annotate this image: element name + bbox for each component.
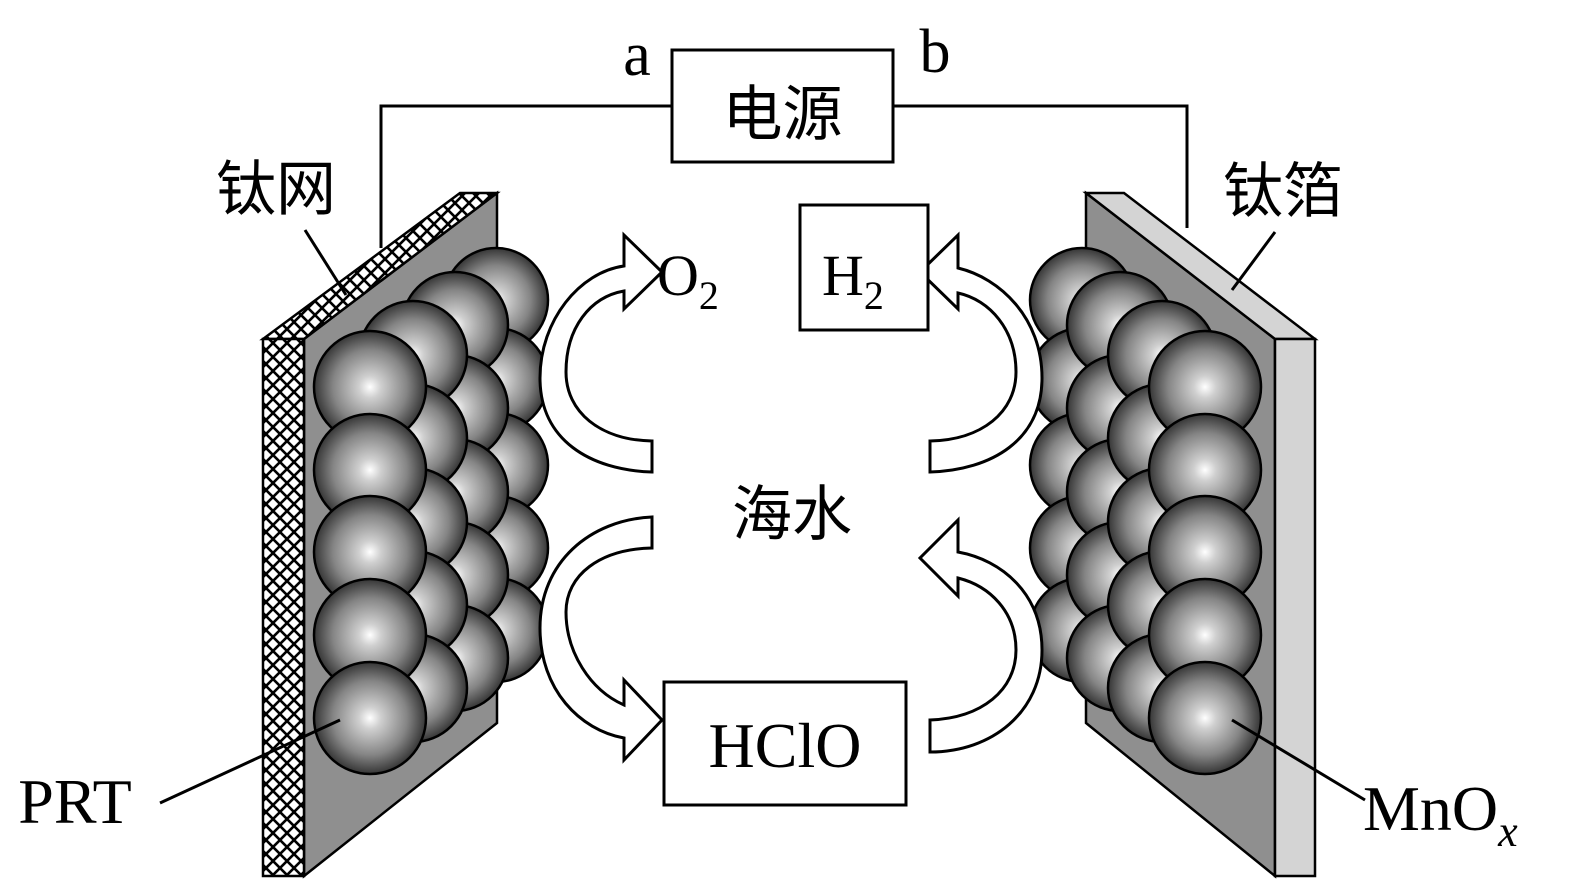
titanium-mesh-side	[261, 337, 306, 878]
svg-text:O2: O2	[657, 243, 719, 318]
titanium-mesh-leader	[303, 229, 348, 296]
hclo-box: HClO	[662, 680, 908, 807]
seawater-label: 海水	[732, 480, 852, 550]
arrow-left-down	[538, 515, 665, 764]
mnox-base: MnO	[1363, 773, 1498, 844]
prt-catalyst-particles	[312, 246, 550, 776]
h2-box: H2	[798, 203, 930, 332]
power-source-box: 电源	[670, 48, 895, 164]
arrow-right-up	[917, 231, 1044, 474]
titanium-mesh-label: 钛网	[216, 155, 336, 225]
mnox-leader	[1231, 718, 1366, 802]
right-electrode	[1028, 190, 1319, 879]
titanium-foil-leader	[1230, 231, 1277, 291]
mnox-subscript: x	[1497, 807, 1518, 856]
catalyst-particle	[1147, 660, 1263, 776]
o2-subscript: 2	[699, 273, 719, 318]
o2-base: O	[657, 243, 699, 308]
catalyst-particle	[312, 660, 428, 776]
svg-text:H2: H2	[822, 243, 884, 318]
arrow-right-mid	[917, 516, 1044, 754]
power-source-label: 电源	[723, 80, 843, 150]
mnox-label: MnOx	[1363, 773, 1518, 856]
svg-text:MnOx: MnOx	[1363, 773, 1518, 856]
h2-subscript: 2	[864, 273, 884, 318]
titanium-foil-side	[1273, 337, 1317, 878]
hclo-label: HClO	[709, 710, 862, 781]
prt-label: PRT	[18, 766, 132, 837]
circuit-wire	[379, 104, 1189, 248]
arrow-left-up	[538, 231, 665, 474]
h2-base: H	[822, 243, 864, 308]
terminal-b-label: b	[920, 18, 951, 86]
o2-label: O2	[657, 243, 719, 318]
terminal-a-label: a	[623, 21, 651, 89]
titanium-foil-label: 钛箔	[1223, 157, 1343, 227]
prt-leader	[159, 718, 341, 805]
mnox-catalyst-particles	[1028, 246, 1263, 776]
left-electrode	[259, 190, 550, 879]
